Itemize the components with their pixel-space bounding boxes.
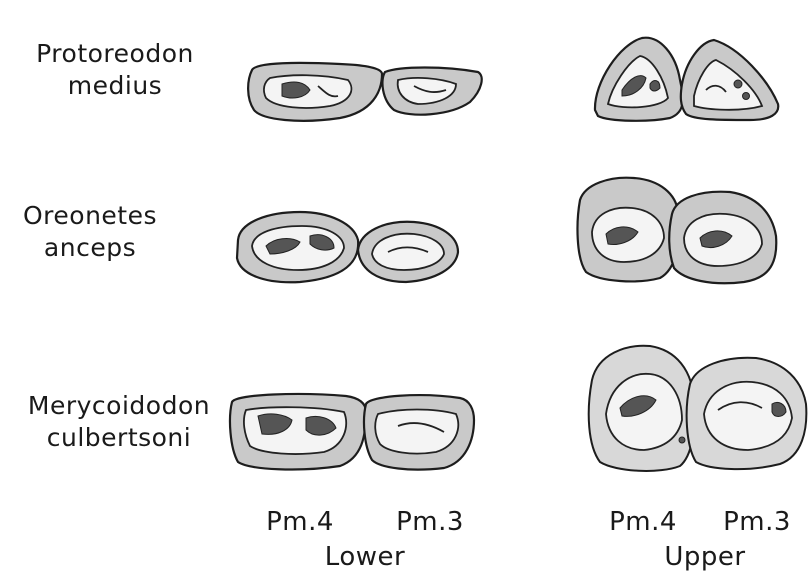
oreonetes-upper-pm3 — [669, 192, 776, 284]
merycoidodon-upper-pm3 — [687, 358, 807, 469]
merycoidodon-lower-pm4 — [230, 394, 366, 469]
oreonetes-lower-pm3 — [358, 222, 458, 282]
protoreodon-lower-pm3 — [382, 68, 481, 115]
merycoidodon-lower-pm3 — [364, 395, 474, 469]
oreonetes-upper-pm4 — [578, 178, 679, 282]
merycoidodon-upper-pm4 — [589, 346, 695, 471]
protoreodon-lower-pm4 — [248, 63, 382, 121]
protoreodon-upper-pm3 — [681, 40, 778, 120]
oreonetes-lower-pm4 — [237, 212, 358, 282]
protoreodon-upper-pm4 — [595, 38, 683, 121]
